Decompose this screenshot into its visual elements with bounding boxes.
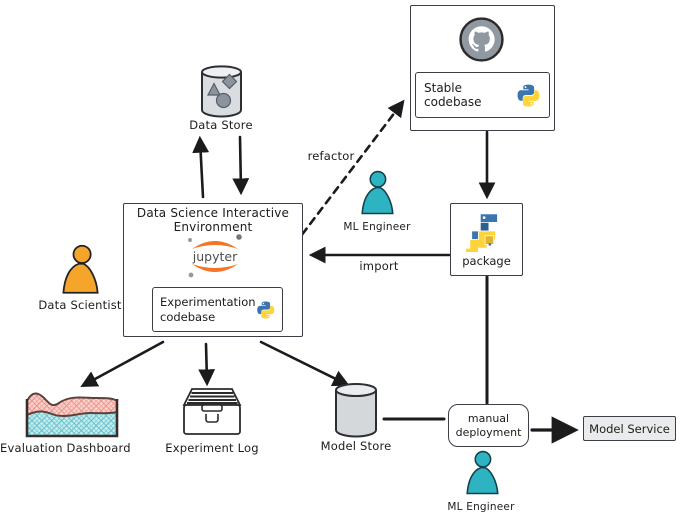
model-store-label: Model Store (320, 439, 392, 453)
edge-env-to-explog (198, 342, 216, 387)
data-scientist-icon (62, 244, 99, 294)
jupyter-logo: jupyter (188, 234, 242, 278)
experimentation-label-line1: Experimentation (160, 295, 256, 310)
python-icon (517, 84, 540, 106)
edge-env-to-modelstore (259, 340, 350, 386)
data-scientist-label: Data Scientist (38, 298, 122, 312)
package-box: package (450, 203, 523, 276)
data-store-label: Data Store (189, 118, 253, 132)
edge-env-to-dashboard (80, 340, 165, 388)
package-label: package (462, 254, 511, 268)
import-edge-label: import (359, 259, 399, 273)
model-store-icon (335, 383, 377, 438)
experimentation-codebase-box: Experimentation codebase (152, 287, 283, 332)
experiment-log-label: Experiment Log (165, 441, 259, 455)
jupyter-wordmark: jupyter (192, 249, 238, 264)
evaluation-dashboard-label: Evaluation Dashboard (0, 441, 131, 455)
ds-env-title-line1: Data Science Interactive (136, 206, 290, 220)
github-icon (459, 17, 504, 62)
manual-deployment-box: manual deployment (448, 404, 529, 447)
refactor-edge-label: refactor (307, 149, 355, 163)
pypi-package-icon (465, 213, 498, 252)
experimentation-label-line2: codebase (160, 309, 216, 324)
ds-environment-title: Data Science Interactive Environment (123, 206, 303, 235)
ml-engineer-icon (361, 170, 394, 215)
experimentation-codebase-label: Experimentation codebase (160, 295, 256, 324)
edge-env-to-datastore (192, 135, 210, 199)
ml-engineer-icon (466, 450, 499, 495)
ml-engineer-top-label: ML Engineer (343, 221, 411, 233)
edge-datastore-to-env (232, 135, 250, 196)
model-service-box: Model Service (583, 416, 676, 441)
evaluation-dashboard-icon (25, 392, 119, 438)
python-icon (256, 300, 274, 319)
ml-engineer-bottom-label: ML Engineer (447, 501, 515, 513)
manual-deployment-line1: manual (467, 411, 510, 425)
experiment-log-icon (182, 388, 242, 435)
manual-deployment-label: manual deployment (456, 412, 522, 440)
stable-codebase-box: Stable codebase (415, 72, 550, 118)
ds-env-title-line2: Environment (173, 219, 253, 234)
data-store-icon (201, 65, 242, 118)
model-service-label: Model Service (589, 421, 670, 436)
stable-codebase-label: Stable codebase (424, 81, 482, 109)
manual-deployment-line2: deployment (455, 425, 522, 439)
